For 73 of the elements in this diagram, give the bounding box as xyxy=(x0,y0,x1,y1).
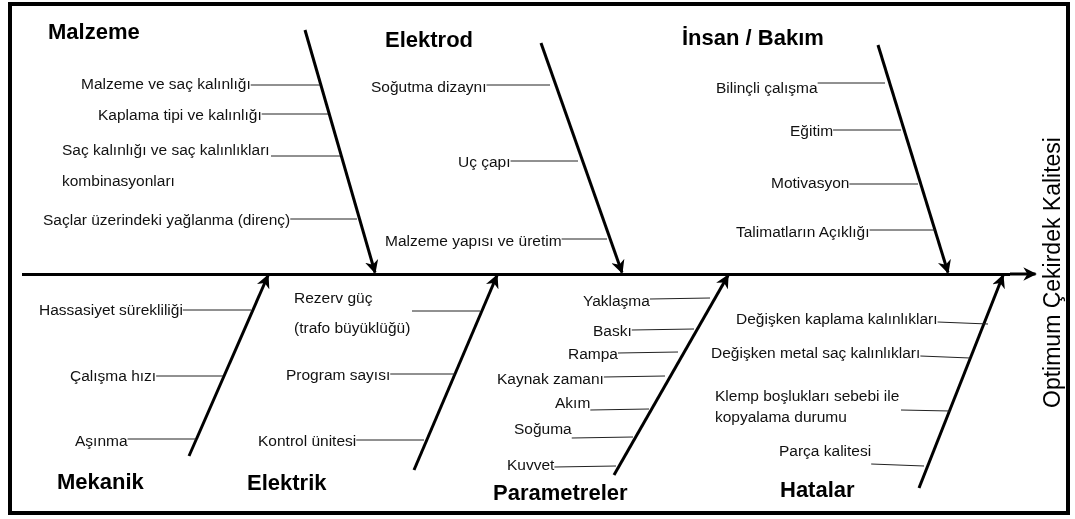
branch-line xyxy=(870,463,925,467)
cause-label: Malzeme yapısı ve üretim xyxy=(385,231,562,250)
branch-line xyxy=(355,439,425,441)
cause-label: Saçlar üzerindeki yağlanma (direnç) xyxy=(43,210,291,229)
cause-label: Aşınma xyxy=(75,431,128,450)
category-heading: İnsan / Bakım xyxy=(682,25,824,51)
branch-line xyxy=(182,309,252,311)
branch-line xyxy=(649,297,711,300)
category-heading: Elektrod xyxy=(385,27,474,53)
effect-label: Optimum Çekirdek Kalitesi xyxy=(1038,136,1066,408)
branch-line xyxy=(289,218,358,220)
cause-label: Uç çapı xyxy=(458,152,511,171)
branch-line xyxy=(510,160,579,162)
branch-line xyxy=(261,113,329,115)
bone-arrow xyxy=(187,274,270,457)
cause-label: Motivasyon xyxy=(771,173,850,192)
branch-line xyxy=(250,84,321,86)
bone-arrow xyxy=(917,274,1005,489)
category-heading: Mekanik xyxy=(57,469,144,495)
cause-label: Kaplama tipi ve kalınlığı xyxy=(98,105,262,124)
category-heading: Hatalar xyxy=(780,477,855,503)
branch-line xyxy=(617,351,679,354)
branch-line xyxy=(869,229,936,231)
cause-label: Eğitim xyxy=(790,121,834,140)
cause-label: Kontrol ünitesi xyxy=(258,431,357,450)
cause-label: Malzeme ve saç kalınlığı xyxy=(81,74,251,93)
branch-line xyxy=(571,436,634,439)
category-heading: Malzeme xyxy=(48,19,140,45)
cause-label: Saç kalınlığı ve saç kalınlıkları kombinasyonları xyxy=(62,134,271,196)
arrow xyxy=(1010,267,1037,281)
branch-line xyxy=(832,129,902,131)
branch-line xyxy=(485,84,551,86)
cause-label: Değişken kaplama kalınlıkları xyxy=(736,309,938,328)
branch-line xyxy=(155,375,224,377)
cause-label: Baskı xyxy=(593,321,632,340)
branch-line xyxy=(603,375,666,378)
cause-label: Çalışma hızı xyxy=(70,366,157,385)
cause-label: Klemp boşlukları sebebi ile kopyalama durumu xyxy=(715,385,901,427)
bone-arrow xyxy=(876,44,951,274)
branch-line xyxy=(919,355,971,359)
branch-line xyxy=(270,155,341,157)
spine-line xyxy=(22,272,1010,276)
cause-label: Talimatların Açıklığı xyxy=(736,222,870,241)
cause-label: Yaklaşma xyxy=(583,291,650,310)
cause-label: Soğuma xyxy=(514,419,572,438)
cause-label: Parça kalitesi xyxy=(779,441,872,460)
branch-line xyxy=(848,183,919,185)
cause-label: Rampa xyxy=(568,344,618,363)
cause-label: Bilinçli çalışma xyxy=(716,78,818,97)
cause-label: Rezerv güç (trafo büyüklüğü) xyxy=(294,283,412,343)
branch-line xyxy=(127,438,197,440)
branch-line xyxy=(589,408,650,411)
branch-line xyxy=(553,465,617,468)
category-heading: Elektrik xyxy=(247,470,327,496)
branch-line xyxy=(937,321,989,325)
cause-label: Değişken metal saç kalınlıkları xyxy=(711,343,921,362)
category-heading: Parametreler xyxy=(493,480,628,506)
bone-arrow xyxy=(539,42,625,274)
branch-line xyxy=(389,373,456,375)
branch-line xyxy=(900,409,951,412)
bone-arrow xyxy=(612,274,730,476)
cause-label: Kuvvet xyxy=(507,455,555,474)
cause-label: Kaynak zamanı xyxy=(497,369,604,388)
bone-arrow xyxy=(303,29,379,274)
bone-arrow xyxy=(412,274,499,471)
cause-label: Soğutma dizaynı xyxy=(371,77,487,96)
cause-label: Program sayısı xyxy=(286,365,391,384)
branch-line xyxy=(631,328,695,331)
cause-label: Akım xyxy=(555,393,591,412)
branch-line xyxy=(411,310,481,312)
branch-line xyxy=(561,238,608,240)
cause-label: Hassasiyet sürekliliği xyxy=(39,300,183,319)
branch-line xyxy=(817,82,886,84)
